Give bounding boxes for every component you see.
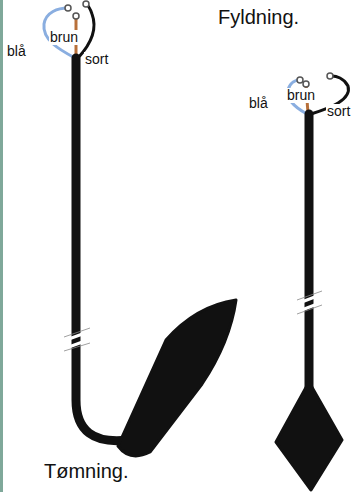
- wire-color-label: sort: [84, 52, 109, 67]
- filling-float-switch: [276, 73, 348, 490]
- wire-color-label: blå: [248, 96, 269, 111]
- emptying-float-switch: [44, 1, 236, 456]
- wire-color-label: brun: [49, 30, 79, 45]
- wire-color-label: blå: [6, 44, 27, 59]
- wire-color-label: brun: [286, 88, 316, 103]
- mode-label: Tømning.: [44, 460, 128, 482]
- wire-color-label: sort: [326, 104, 351, 119]
- border-line: [0, 0, 3, 492]
- mode-label: Fyldning.: [218, 6, 299, 28]
